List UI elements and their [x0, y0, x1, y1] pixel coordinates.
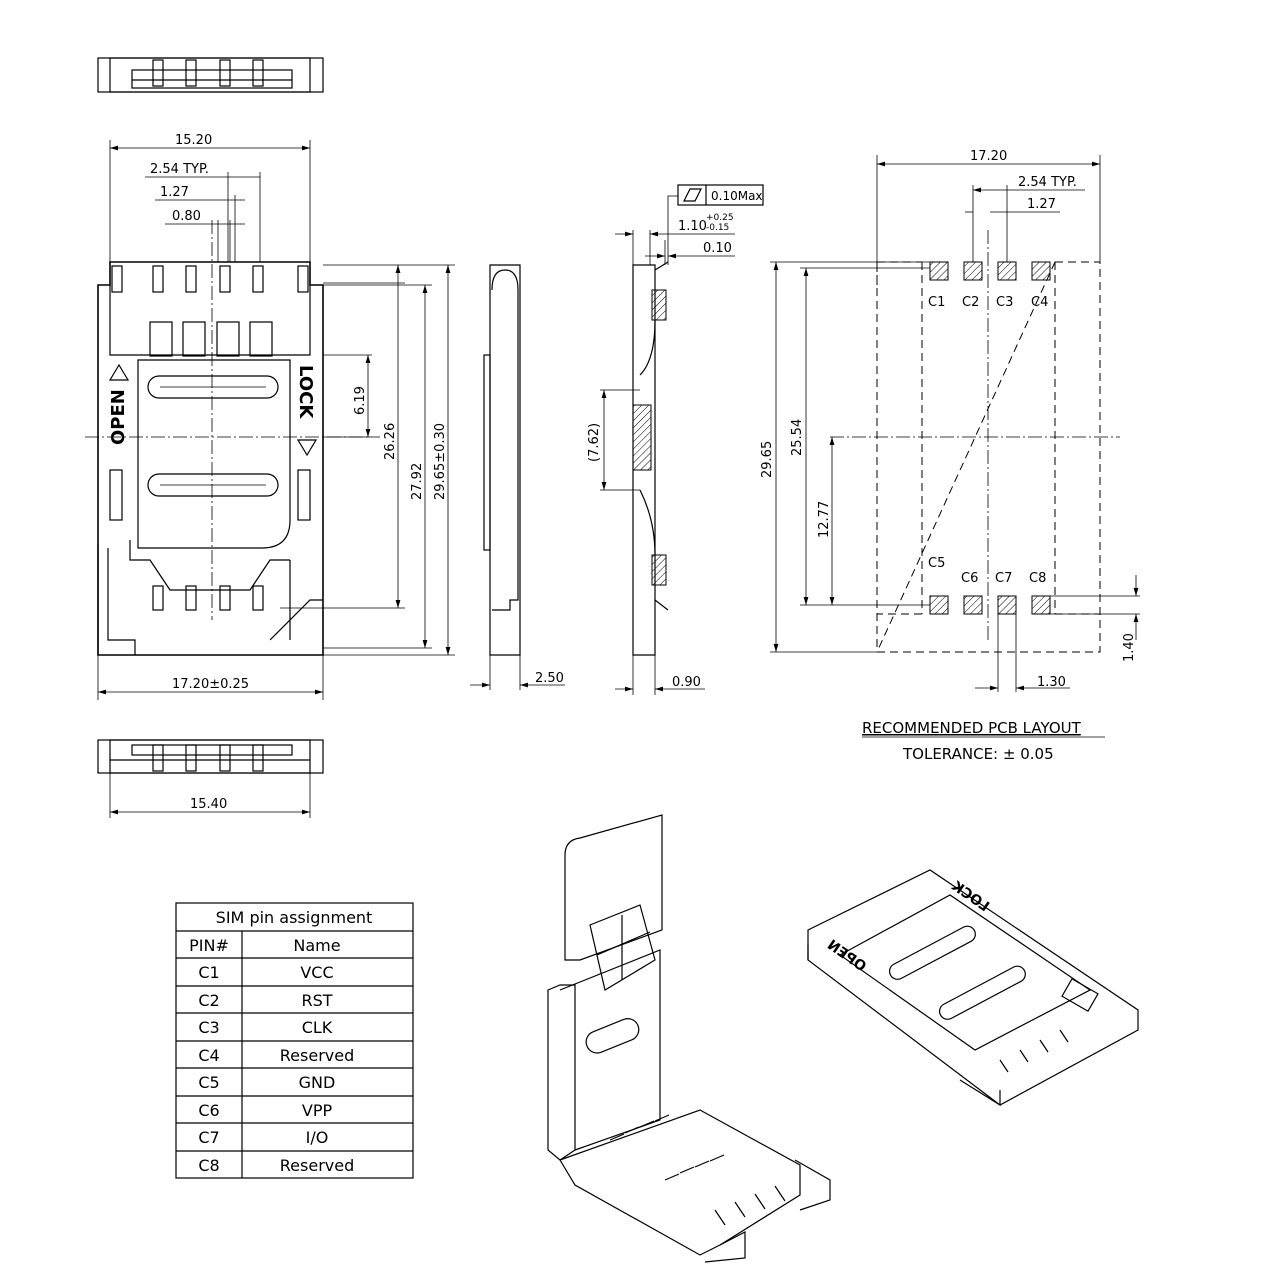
- pin-cell: C3: [198, 1018, 219, 1037]
- dim-2-54: 2.54 TYP.: [150, 162, 209, 177]
- table-title: SIM pin assignment: [216, 908, 373, 927]
- table-row: C8 Reserved: [198, 1156, 354, 1175]
- dim-15-20: 15.20: [175, 133, 212, 148]
- dim-1-27: 1.27: [160, 185, 189, 200]
- dim-6-19: 6.19: [353, 386, 368, 415]
- pad-label-c7: C7: [995, 571, 1012, 586]
- name-cell: I/O: [306, 1128, 329, 1147]
- name-cell: VPP: [302, 1101, 333, 1120]
- pin-cell: C4: [198, 1046, 219, 1065]
- pad-label-c4: C4: [1031, 295, 1048, 310]
- dim-27-92: 27.92: [410, 463, 425, 500]
- pcb-dim-25-54: 25.54: [790, 419, 805, 456]
- isometric-view-open: [547, 814, 831, 1263]
- pcb-dim-1-40: 1.40: [1122, 633, 1137, 662]
- pad-label-c2: C2: [962, 295, 979, 310]
- pcb-tolerance: TOLERANCE: ± 0.05: [902, 745, 1054, 763]
- dim-17-20: 17.20±0.25: [172, 677, 249, 692]
- table-row: C3 CLK: [198, 1018, 332, 1037]
- pcb-layout: C1 C2 C3 C4 C5 C6 C7 C8 17.20 2.54 TYP.: [760, 149, 1140, 763]
- table-row: C4 Reserved: [198, 1046, 354, 1065]
- pcb-dim-1-30: 1.30: [1037, 675, 1066, 690]
- lock-arrow-icon: [296, 439, 318, 457]
- pads-bottom: [929, 595, 1051, 615]
- flatness-frame: 0.10Max: [677, 184, 764, 206]
- bottom-profile-view: 15.40: [97, 739, 324, 818]
- dim-tol-plus: +0.25: [706, 213, 734, 223]
- pin-assignment-table: SIM pin assignment PIN# Name C1 VCC C2 R…: [175, 902, 414, 1179]
- open-label: OPEN: [108, 389, 129, 445]
- pcb-dim-2-54: 2.54 TYP.: [1018, 175, 1077, 190]
- dim-26-26: 26.26: [383, 423, 398, 460]
- pad-label-c8: C8: [1029, 571, 1046, 586]
- pcb-dim-12-77: 12.77: [817, 501, 832, 538]
- name-cell: Reserved: [280, 1046, 354, 1065]
- table-row: C5 GND: [198, 1073, 335, 1092]
- pin-cell: C6: [198, 1101, 219, 1120]
- pad-label-c6: C6: [961, 571, 978, 586]
- pcb-layout-title: RECOMMENDED PCB LAYOUT: [862, 719, 1082, 737]
- pin-cell: C1: [198, 963, 219, 982]
- header-name: Name: [293, 936, 340, 955]
- header-pin: PIN#: [189, 936, 229, 955]
- dim-0-80: 0.80: [172, 209, 201, 224]
- pad-label-c5: C5: [928, 556, 945, 571]
- side-view-2: 0.10Max 1.10 +0.25 -0.15 0.10 (7.62) 0.9…: [587, 184, 764, 695]
- iso-lock-label: LOCK: [948, 878, 992, 916]
- dim-7-62: (7.62): [587, 423, 602, 462]
- pad-label-c1: C1: [928, 295, 945, 310]
- flatness-icon: [683, 188, 702, 202]
- lock-label: LOCK: [295, 365, 316, 419]
- open-arrow-icon: [108, 363, 130, 381]
- pin-cell: C7: [198, 1128, 219, 1147]
- pcb-dim-29-65: 29.65: [760, 441, 775, 478]
- dim-tol-minus: -0.15: [706, 223, 729, 233]
- name-cell: CLK: [302, 1018, 333, 1037]
- flatness-value: 0.10Max: [711, 189, 763, 203]
- isometric-view-closed: OPEN LOCK: [807, 869, 1139, 1107]
- dim-1-10: 1.10: [678, 219, 707, 234]
- name-cell: GND: [299, 1073, 336, 1092]
- side-view-1: 2.50: [470, 264, 565, 690]
- pin-cell: C5: [198, 1073, 219, 1092]
- dim-15-40: 15.40: [190, 797, 227, 812]
- dim-0-10: 0.10: [703, 241, 732, 256]
- dim-29-65: 29.65±0.30: [433, 423, 448, 500]
- pcb-dim-17-20: 17.20: [970, 149, 1007, 164]
- table-row: C7 I/O: [198, 1128, 328, 1147]
- table-row: C2 RST: [198, 991, 332, 1010]
- dim-2-50: 2.50: [535, 671, 564, 686]
- pin-cell: C2: [198, 991, 219, 1010]
- pcb-dim-1-27: 1.27: [1027, 197, 1056, 212]
- dim-0-90: 0.90: [672, 675, 701, 690]
- top-profile-view: [97, 57, 324, 93]
- table-row: C1 VCC: [198, 963, 333, 982]
- pad-label-c3: C3: [996, 295, 1013, 310]
- pin-cell: C8: [198, 1156, 219, 1175]
- name-cell: VCC: [300, 963, 333, 982]
- front-view: OPEN LOCK 15.20 2.54 TYP. 1.27 0.80: [85, 133, 455, 700]
- table-row: C6 VPP: [198, 1101, 332, 1120]
- pads-top: [929, 261, 1051, 281]
- name-cell: Reserved: [280, 1156, 354, 1175]
- name-cell: RST: [301, 991, 332, 1010]
